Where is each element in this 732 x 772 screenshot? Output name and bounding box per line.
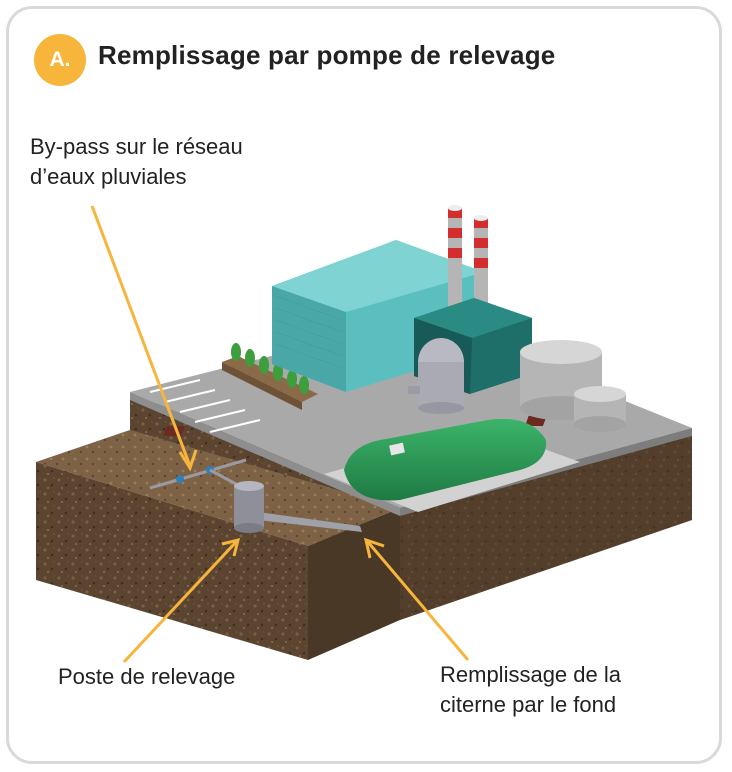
dome-silo (408, 338, 464, 414)
bypass-pipe (149, 458, 247, 490)
arrow-fond (366, 541, 470, 661)
leader-arrows (90, 205, 470, 664)
planter (222, 343, 318, 410)
arrow-poste (122, 540, 238, 664)
diagram-title: Remplissage par pompe de relevage (98, 40, 556, 70)
section-badge: A. (34, 34, 86, 86)
manhole (163, 426, 185, 436)
cylinder-tank-small (574, 386, 626, 432)
label-remplissage-fond: Remplissage de la citerne par le fond (440, 662, 621, 717)
label-bypass: By-pass sur le réseau d’eaux pluviales (30, 134, 243, 189)
parking-lines (149, 379, 261, 433)
chimney-left (448, 205, 462, 318)
label-poste-relevage: Poste de relevage (58, 664, 236, 689)
flexible-tank (324, 418, 580, 512)
fill-pipe (258, 512, 362, 532)
arrow-bypass (90, 205, 192, 467)
lower-soil-block (36, 430, 400, 660)
pumping-station (234, 481, 264, 533)
